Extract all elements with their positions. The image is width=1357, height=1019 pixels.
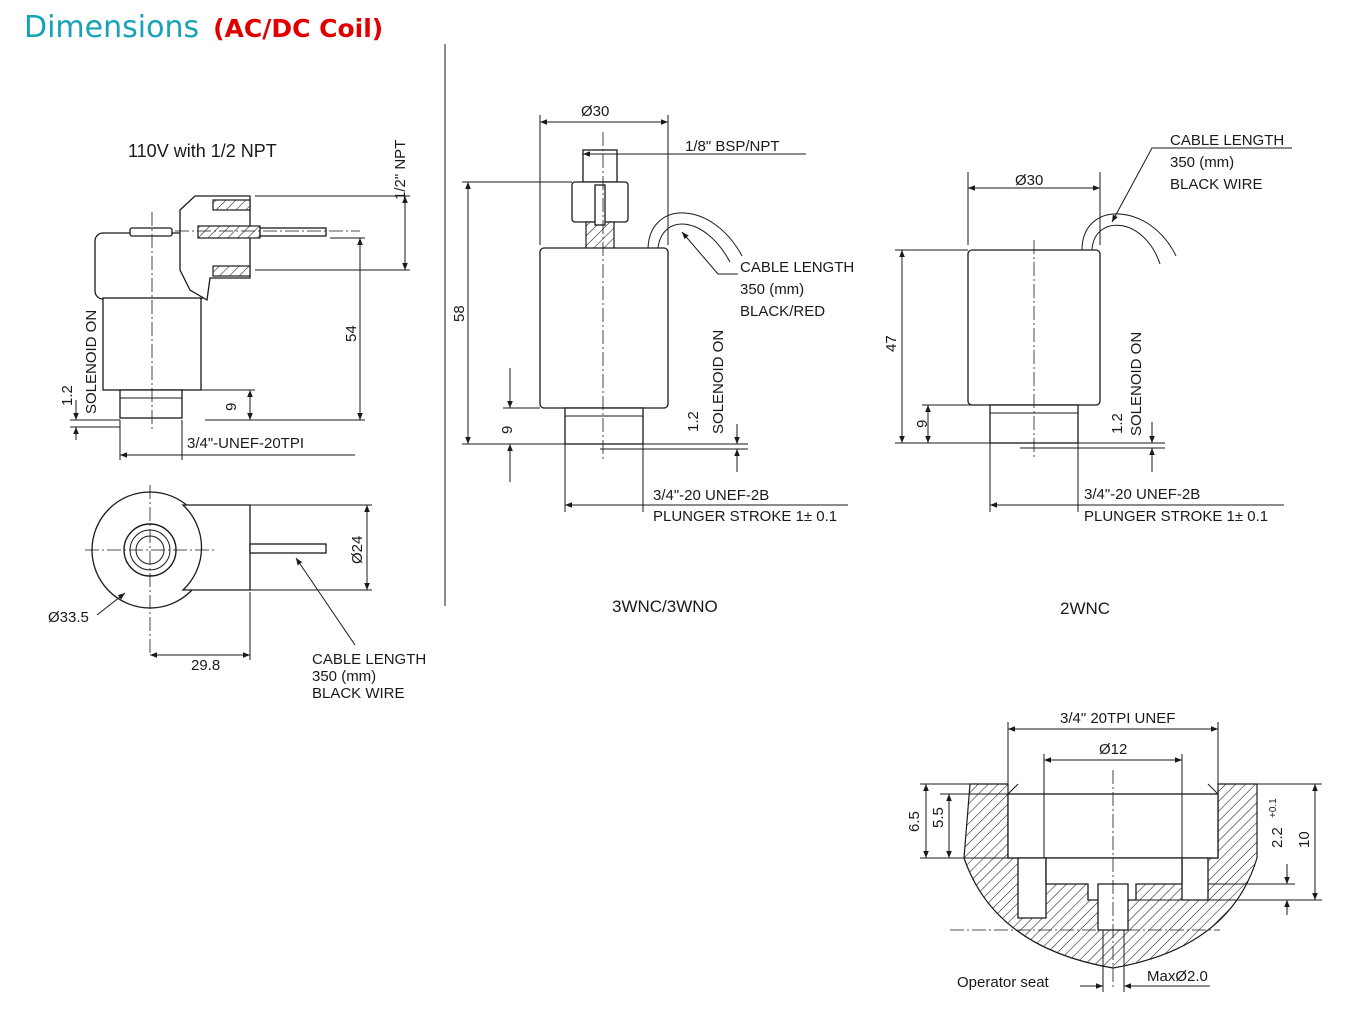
- v3-cable-1: CABLE LENGTH: [1170, 132, 1284, 149]
- v1-top-diameter: Ø33.5: [48, 609, 89, 626]
- v2-dim-1-2: 1.2: [685, 411, 702, 432]
- v3-solenoid-on: SOLENOID ON: [1128, 332, 1145, 436]
- v1-dim-9: 9: [223, 403, 240, 411]
- v1-thread-stub: [119, 389, 183, 419]
- v1-cable-1: CABLE LENGTH: [312, 651, 426, 668]
- v3-name: 2WNC: [1060, 599, 1110, 618]
- v2-solenoid-on: SOLENOID ON: [710, 330, 727, 434]
- v2-cable-3: BLACK/RED: [740, 303, 825, 320]
- v2-height: 58: [451, 305, 468, 322]
- page-heading: Dimensions (AC/DC Coil): [24, 10, 383, 45]
- seat-section: 3/4" 20TPI UNEF Ø12 6.5 5.5 2.2 +0.1 10 …: [906, 710, 1322, 992]
- v3-cable-3: BLACK WIRE: [1170, 176, 1263, 193]
- v3-dim-9: 9: [914, 420, 931, 428]
- heading-title: Dimensions: [24, 10, 200, 45]
- seat-bore-dia: Ø12: [1099, 741, 1127, 758]
- view-110v: 110V with 1/2 NPT 1/2" NPT 54 9 1.2: [48, 140, 426, 702]
- v2-cable-1: CABLE LENGTH: [740, 259, 854, 276]
- seat-dim-6-5: 6.5: [906, 811, 923, 832]
- view-2wnc: Ø30 47 9 1.2 SOLENOID ON CABLE LENGTH 35…: [883, 132, 1292, 618]
- v2-thread: 3/4"-20 UNEF-2B: [653, 487, 769, 504]
- v1-height: 54: [343, 325, 360, 342]
- v2-dim-9: 9: [499, 426, 516, 434]
- heading-subtitle: (AC/DC Coil): [213, 14, 384, 43]
- v2-cable-2: 350 (mm): [740, 281, 804, 298]
- v1-side-diameter: Ø24: [349, 536, 366, 564]
- v1-port-label: 1/2" NPT: [392, 140, 409, 200]
- v3-height: 47: [883, 335, 900, 352]
- seat-dim-2-2: 2.2: [1269, 827, 1286, 848]
- v3-thread: 3/4"-20 UNEF-2B: [1084, 486, 1200, 503]
- view-110v-title: 110V with 1/2 NPT: [128, 141, 277, 161]
- v3-cable-2: 350 (mm): [1170, 154, 1234, 171]
- view-3wnc: Ø30 1/8" BSP/NPT 58 9 1.2 SOLENOID ON CA…: [451, 103, 854, 616]
- seat-tolerance: +0.1: [1268, 798, 1279, 818]
- seat-dim-10: 10: [1296, 831, 1313, 848]
- v2-diameter: Ø30: [581, 103, 609, 120]
- v2-coil-body: [539, 247, 669, 409]
- seat-thread: 3/4" 20TPI UNEF: [1060, 710, 1175, 727]
- v1-cable-2: 350 (mm): [312, 668, 376, 685]
- v2-thread-stub: [564, 407, 644, 445]
- v3-diameter: Ø30: [1015, 172, 1043, 189]
- v2-stroke: PLUNGER STROKE 1± 0.1: [653, 508, 837, 525]
- v1-thread: 3/4"-UNEF-20TPI: [187, 435, 304, 452]
- v2-port: 1/8" BSP/NPT: [685, 138, 780, 155]
- v3-stroke: PLUNGER STROKE 1± 0.1: [1084, 508, 1268, 525]
- seat-operator-label: Operator seat: [957, 974, 1050, 991]
- v1-dim-1-2: 1.2: [59, 385, 76, 406]
- v1-width: 29.8: [191, 657, 220, 674]
- seat-max-dia: MaxØ2.0: [1147, 968, 1208, 985]
- v2-name: 3WNC/3WNO: [612, 597, 718, 616]
- v1-solenoid-on: SOLENOID ON: [83, 310, 100, 414]
- seat-dim-5-5: 5.5: [930, 807, 947, 828]
- v3-dim-1-2: 1.2: [1109, 413, 1126, 434]
- v1-elbow-fitting: [179, 195, 251, 302]
- v1-cable-3: BLACK WIRE: [312, 685, 405, 702]
